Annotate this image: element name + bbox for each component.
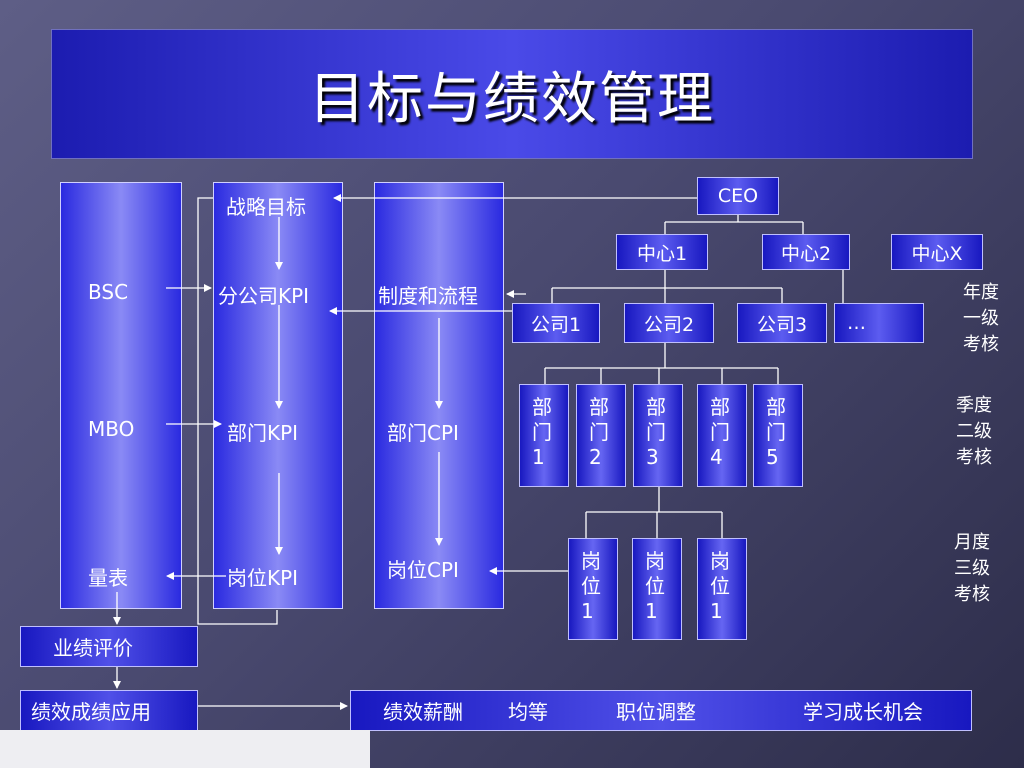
org-company-1: 公司1 xyxy=(512,303,600,343)
org-center-2: 中心2 xyxy=(762,234,850,270)
column-methods xyxy=(60,182,182,609)
application-box: 绩效成绩应用 xyxy=(20,690,198,731)
outcome-growth: 学习成长机会 xyxy=(803,700,923,724)
label-dept-cpi: 部门CPI xyxy=(387,421,459,445)
org-company-3: 公司3 xyxy=(737,303,827,343)
title-bar: 目标与绩效管理 xyxy=(51,29,973,159)
label-post-cpi: 岗位CPI xyxy=(387,558,459,582)
outcome-equal: 均等 xyxy=(508,700,548,724)
outcomes-box: 绩效薪酬 均等 职位调整 学习成长机会 xyxy=(350,690,972,731)
evaluation-box: 业绩评价 xyxy=(20,626,198,667)
label-strategy: 战略目标 xyxy=(226,195,306,219)
org-ceo: CEO xyxy=(697,177,779,215)
org-company-more-label: … xyxy=(847,312,866,334)
label-mbo: MBO xyxy=(88,417,135,441)
label-branch-kpi: 分公司KPI xyxy=(218,284,310,308)
label-post-kpi: 岗位KPI xyxy=(227,566,299,590)
label-system: 制度和流程 xyxy=(378,284,478,308)
label-scale: 量表 xyxy=(88,566,128,590)
label-bsc: BSC xyxy=(88,280,129,304)
page-title: 目标与绩效管理 xyxy=(309,66,715,132)
outcome-position: 职位调整 xyxy=(616,700,696,724)
outcome-salary: 绩效薪酬 xyxy=(383,700,463,724)
org-center-x: 中心X xyxy=(891,234,983,270)
org-center-1: 中心1 xyxy=(616,234,708,270)
org-company-2: 公司2 xyxy=(624,303,714,343)
side-label-month: 月度 三级 考核 xyxy=(954,532,990,605)
side-label-annual: 年度 一级 考核 xyxy=(963,282,999,355)
light-panel xyxy=(0,730,370,768)
org-company-more: … xyxy=(834,303,924,343)
label-dept-kpi: 部门KPI xyxy=(227,421,299,445)
column-kpi xyxy=(213,182,343,609)
side-label-quarter: 季度 二级 考核 xyxy=(956,395,992,468)
